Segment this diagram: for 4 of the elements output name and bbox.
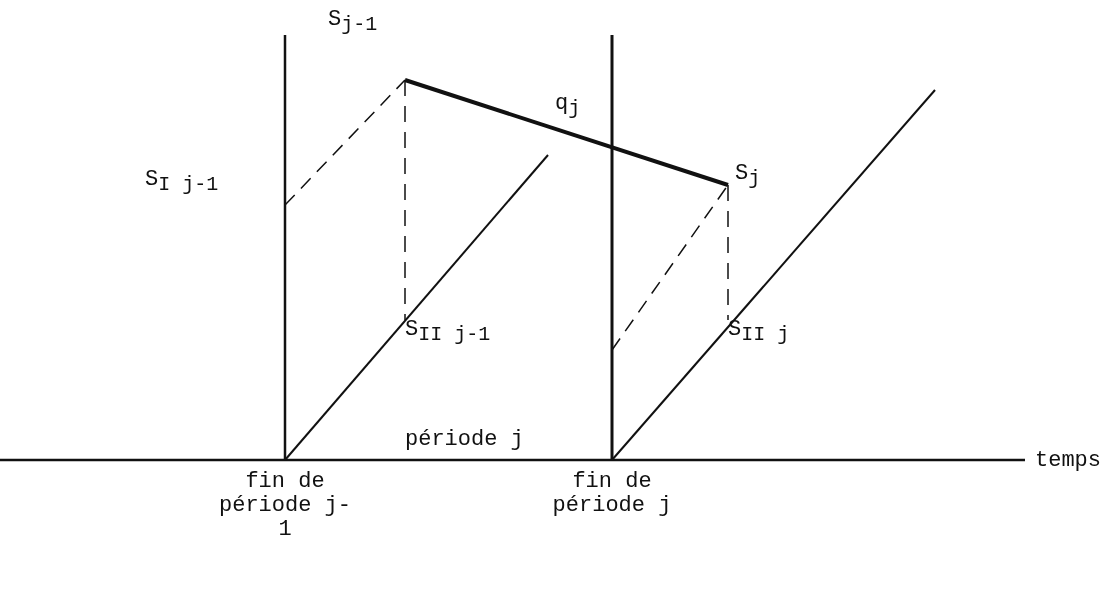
axis-label: temps	[1035, 449, 1101, 474]
period-end-label: fin de période j-1	[218, 470, 352, 543]
period-end-label: fin de période j	[551, 470, 673, 519]
period-label: période j	[405, 428, 524, 453]
